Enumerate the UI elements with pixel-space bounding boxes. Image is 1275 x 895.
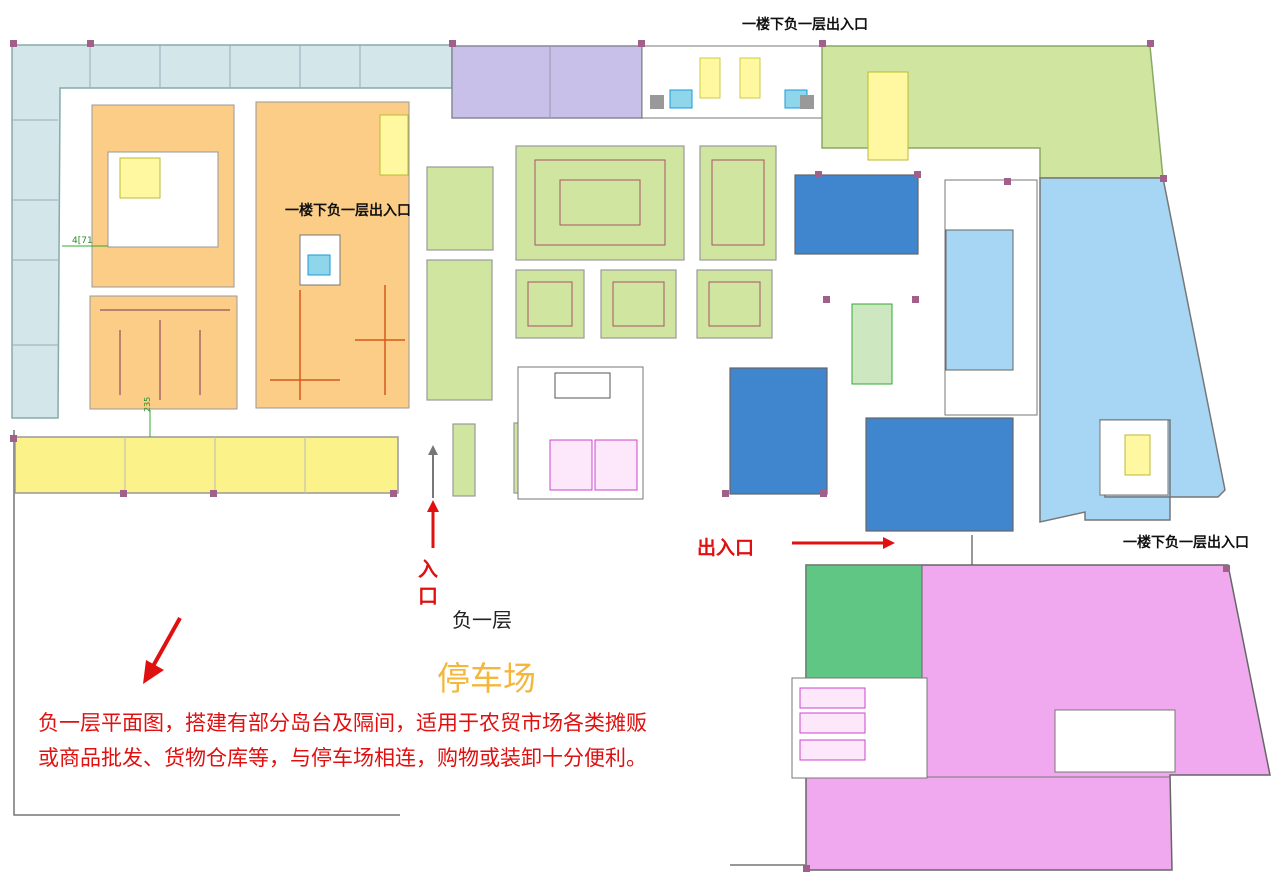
restroom-icon	[517, 366, 644, 500]
label-entry-vertical-2: 口	[418, 584, 438, 608]
label-floor-name: 负一层	[452, 608, 512, 632]
label-entrance-left: 一楼下负一层出入口	[285, 203, 411, 219]
zone-yellow-strip	[14, 436, 399, 494]
staircase-icon	[867, 71, 909, 161]
description-line-2: 或商品批发、货物仓库等，与停车场相连，购物或装卸十分便利。	[38, 746, 647, 770]
dimension-label-1: 4[71	[72, 236, 93, 246]
restroom-south	[791, 677, 928, 779]
pillar-markers	[10, 40, 1230, 872]
label-exit-entry: 出入口	[697, 537, 755, 559]
gray-arrow-icon	[428, 445, 438, 498]
description-line-1: 负一层平面图，搭建有部分岛台及隔间，适用于农贸市场各类摊贩	[38, 711, 647, 735]
red-arrow-downleft-icon	[143, 617, 182, 684]
label-parking: 停车场	[437, 659, 536, 698]
zone-lavender-shops	[451, 45, 643, 119]
core-top-middle	[641, 45, 823, 119]
zone-orange-west	[89, 101, 410, 410]
dimension-label-2: 235	[143, 396, 152, 412]
zone-dark-green	[805, 564, 923, 681]
label-entrance-right: 一楼下负一层出入口	[1123, 535, 1249, 551]
staircase-middle	[851, 303, 893, 385]
red-arrow-right-icon	[792, 537, 895, 549]
red-arrow-icon	[427, 500, 439, 548]
outer-walls	[13, 430, 973, 866]
label-entrance-top: 一楼下负一层出入口	[742, 17, 868, 33]
zone-sky-blue-center	[945, 229, 1014, 371]
label-entry-vertical-1: 入	[418, 557, 438, 581]
zone-blue-storage	[729, 174, 1014, 532]
